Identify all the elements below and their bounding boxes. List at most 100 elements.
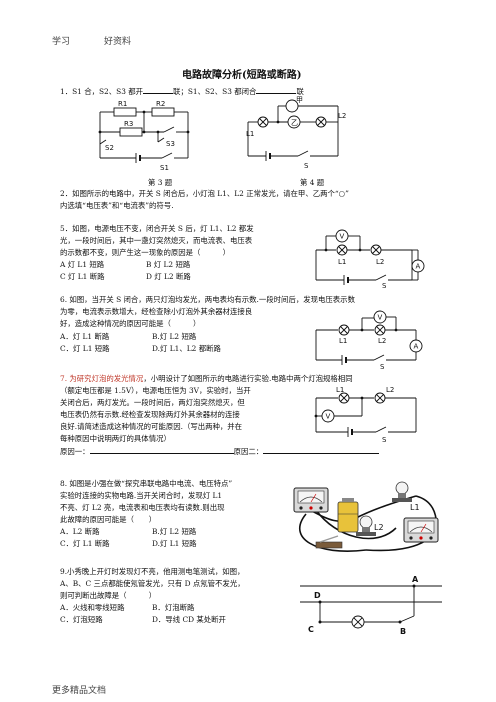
fig5-ammeter: A xyxy=(416,263,421,271)
question-7-line-4: 电压表仍然有示数.经检查发现除两灯外其余器材的连接 xyxy=(60,410,240,419)
q7-highlight: 7. 为研究灯泡的发光情况 xyxy=(60,374,144,383)
question-8-line-3: 不亮、灯 L2 亮，电流表和电压表均有读数.则出现 xyxy=(60,503,225,512)
q7-reason-1-blank[interactable] xyxy=(89,445,234,454)
fig6-l1: L1 xyxy=(339,337,347,345)
fig4-jia: 甲 xyxy=(296,96,303,104)
q9-option-a[interactable]: A．火线和零线短路 xyxy=(60,603,125,612)
fig8-voltmeter xyxy=(293,487,329,513)
fig4-s: S xyxy=(304,162,309,170)
fig3-s1: S1 xyxy=(160,164,169,172)
fig9-point-d: D xyxy=(314,591,321,600)
fig4-l1: L1 xyxy=(246,130,254,138)
question-6-line-1: 6. 如图，当开关 S 闭合，两只灯泡均发光，两电表均有示数.一段时间后，发现电… xyxy=(60,295,355,304)
q7-answer-row: 原因一： 原因二： xyxy=(60,445,380,458)
figure-3-caption: 第 3 题 xyxy=(148,178,173,187)
q6-option-a[interactable]: A．灯 L1 断路 xyxy=(60,332,110,341)
figure-4-circuit: 甲 乙 L1 L2 S xyxy=(246,96,346,170)
figure-9-circuit: A B C D xyxy=(300,575,442,636)
q9-option-d[interactable]: D．导线 CD 某处断开 xyxy=(152,615,226,624)
fig8-battery xyxy=(337,498,359,533)
question-6-line-3: 好，造成这种情况的原因可能是（ ） xyxy=(60,319,201,328)
fig5-l2: L2 xyxy=(376,258,384,266)
figure-6-circuit: V A L1 L2 S xyxy=(315,310,423,371)
fig3-r1: R1 xyxy=(118,100,127,108)
q7-reason-2-label: 原因二： xyxy=(233,447,264,456)
fig5-s: S xyxy=(382,282,387,290)
question-2-line-2: 内选填“电压表”和“电流表”的符号. xyxy=(60,201,174,210)
question-6-line-2: 为零，电流表示数增大，经检查除小灯泡外其余器材连接良 xyxy=(60,307,253,316)
q8-option-a[interactable]: A．L2 断路 xyxy=(60,527,100,536)
question-8-line-1: 8. 如图是小强在做“探究串联电路中电流、电压特点” xyxy=(60,479,233,488)
q1-blank-1[interactable] xyxy=(143,85,174,94)
page-title: 电路故障分析(短路或断路) xyxy=(182,70,302,81)
q5-option-d[interactable]: D 灯 L2 断路 xyxy=(146,272,191,281)
fig6-voltmeter: V xyxy=(378,314,383,322)
fig3-s3: S3 xyxy=(166,140,175,148)
question-9-line-1: 9.小秀晚上开灯时发现灯不亮，他用测电笔测试，如图， xyxy=(60,567,245,576)
header-left: 学习 xyxy=(52,37,71,47)
fig5-voltmeter: V xyxy=(340,233,345,241)
q6-option-d[interactable]: D.灯 L1、L2 都断路 xyxy=(152,344,221,353)
fig3-s2: S2 xyxy=(105,144,114,152)
q9-option-b[interactable]: B．灯泡断路 xyxy=(152,603,195,612)
footer-text: 更多精品文档 xyxy=(52,686,107,696)
fig8-switch xyxy=(315,535,343,549)
fig6-s: S xyxy=(380,363,385,371)
figure-3-circuit: R1 R2 R3 S2 S3 S1 xyxy=(98,100,190,172)
fig4-yi: 乙 xyxy=(291,119,298,127)
fig9-point-a: A xyxy=(412,575,419,584)
question-8-line-4: 此故障的原因可能是（ ） xyxy=(60,515,157,524)
fig3-r3: R3 xyxy=(124,120,133,128)
q1-part-a: 1．S1 合，S2、S3 都开 xyxy=(60,87,144,96)
q6-option-c[interactable]: C．灯 L1 短路 xyxy=(60,344,110,353)
header-right: 好资料 xyxy=(104,37,132,47)
q8-option-d[interactable]: D.灯 L1 短路 xyxy=(152,539,197,548)
fig7-voltmeter: V xyxy=(326,413,331,421)
question-1: 1．S1 合，S2、S3 都开 联；S1、S2、S3 都闭合 联 xyxy=(60,85,304,98)
q7-reason-2-blank[interactable] xyxy=(263,445,380,454)
q1-blank-2[interactable] xyxy=(256,85,297,94)
q8-option-b[interactable]: B.灯 L2 短路 xyxy=(152,527,197,536)
q1-part-b: 联；S1、S2、S3 都闭合 xyxy=(173,87,257,96)
q7-line-1-rest: ，小明设计了如图所示的电路进行实验.电路中两个灯泡规格相同 xyxy=(143,374,353,383)
question-7-line-6: 每种原因中说明两灯的具体情况） xyxy=(60,434,171,443)
fig7-s: S xyxy=(382,436,387,444)
figure-4-caption: 第 4 题 xyxy=(300,178,325,187)
fig8-bulb-l2 xyxy=(356,515,376,536)
fig8-bulb-l1 xyxy=(392,481,412,502)
fig7-l1: L1 xyxy=(336,386,344,394)
fig9-point-b: B xyxy=(400,627,406,636)
q5-option-a[interactable]: A 灯 L1 短路 xyxy=(60,260,105,269)
q9-option-c[interactable]: C．灯泡短路 xyxy=(60,615,103,624)
question-7-line-2: （额定电压都是 1.5V），电源电压恒为 3V，实验时，当开 xyxy=(60,386,251,395)
fig4-l2: L2 xyxy=(338,112,346,120)
q6-option-b[interactable]: B.灯 L2 短路 xyxy=(152,332,197,341)
question-5-line-1: 5．如图，电源电压不变，闭合开关 S 后，灯 L1、L2 都发 xyxy=(60,224,254,233)
fig6-ammeter: A xyxy=(414,343,419,351)
figure-8-apparatus: L1 L2 xyxy=(293,481,439,552)
fig3-r2: R2 xyxy=(156,100,165,108)
figure-5-circuit: V A L1 L2 S xyxy=(315,229,425,290)
question-9-line-3: 则可判断出故障是（ ） xyxy=(60,591,157,600)
fig6-l2: L2 xyxy=(378,337,386,345)
question-7-line-5: 良好.请简述造成这种情况的可能原因.（写出两种，并在 xyxy=(60,422,243,431)
question-8-line-2: 实验时连接的实物电路.当开关闭合时，发现灯 L1 xyxy=(60,491,223,500)
fig9-point-c: C xyxy=(308,625,314,634)
question-7-line-1: 7. 为研究灯泡的发光情况，小明设计了如图所示的电路进行实验.电路中两个灯泡规格… xyxy=(60,373,353,385)
fig8-l1-label: L1 xyxy=(410,503,420,512)
q5-option-b[interactable]: B 灯 L2 短路 xyxy=(146,260,191,269)
q8-option-c[interactable]: C．灯 L1 断路 xyxy=(60,539,110,548)
question-2-line-1: 2．如图所示的电路中，开关 S 闭合后，小灯泡 L1、L2 正常发光，请在甲、乙… xyxy=(60,189,349,198)
question-9-line-2: A、B、C 三点都能使氖管发光，只有 D 点氖管不发光， xyxy=(60,579,245,588)
question-5-line-2: 光，一段时间后，其中一盏灯突然熄灭，而电流表、电压表 xyxy=(60,236,253,245)
question-5-line-3: 的示数都不变，则产生这一现象的原因是（ ） xyxy=(60,248,230,257)
q7-reason-1-label: 原因一： xyxy=(60,447,90,456)
q1-part-c: 联 xyxy=(296,87,304,96)
fig5-l1: L1 xyxy=(338,258,346,266)
fig7-l2: L2 xyxy=(386,386,394,394)
figure-7-circuit: V L1 L2 S xyxy=(314,386,417,444)
q5-option-c[interactable]: C 灯 L1 断路 xyxy=(60,272,105,281)
question-7-line-3: 关闭合后，两灯发光。一段时间后，两灯泡突然熄灭，但 xyxy=(60,398,245,407)
fig8-l2-label: L2 xyxy=(374,523,384,532)
fig8-ammeter xyxy=(403,517,439,543)
